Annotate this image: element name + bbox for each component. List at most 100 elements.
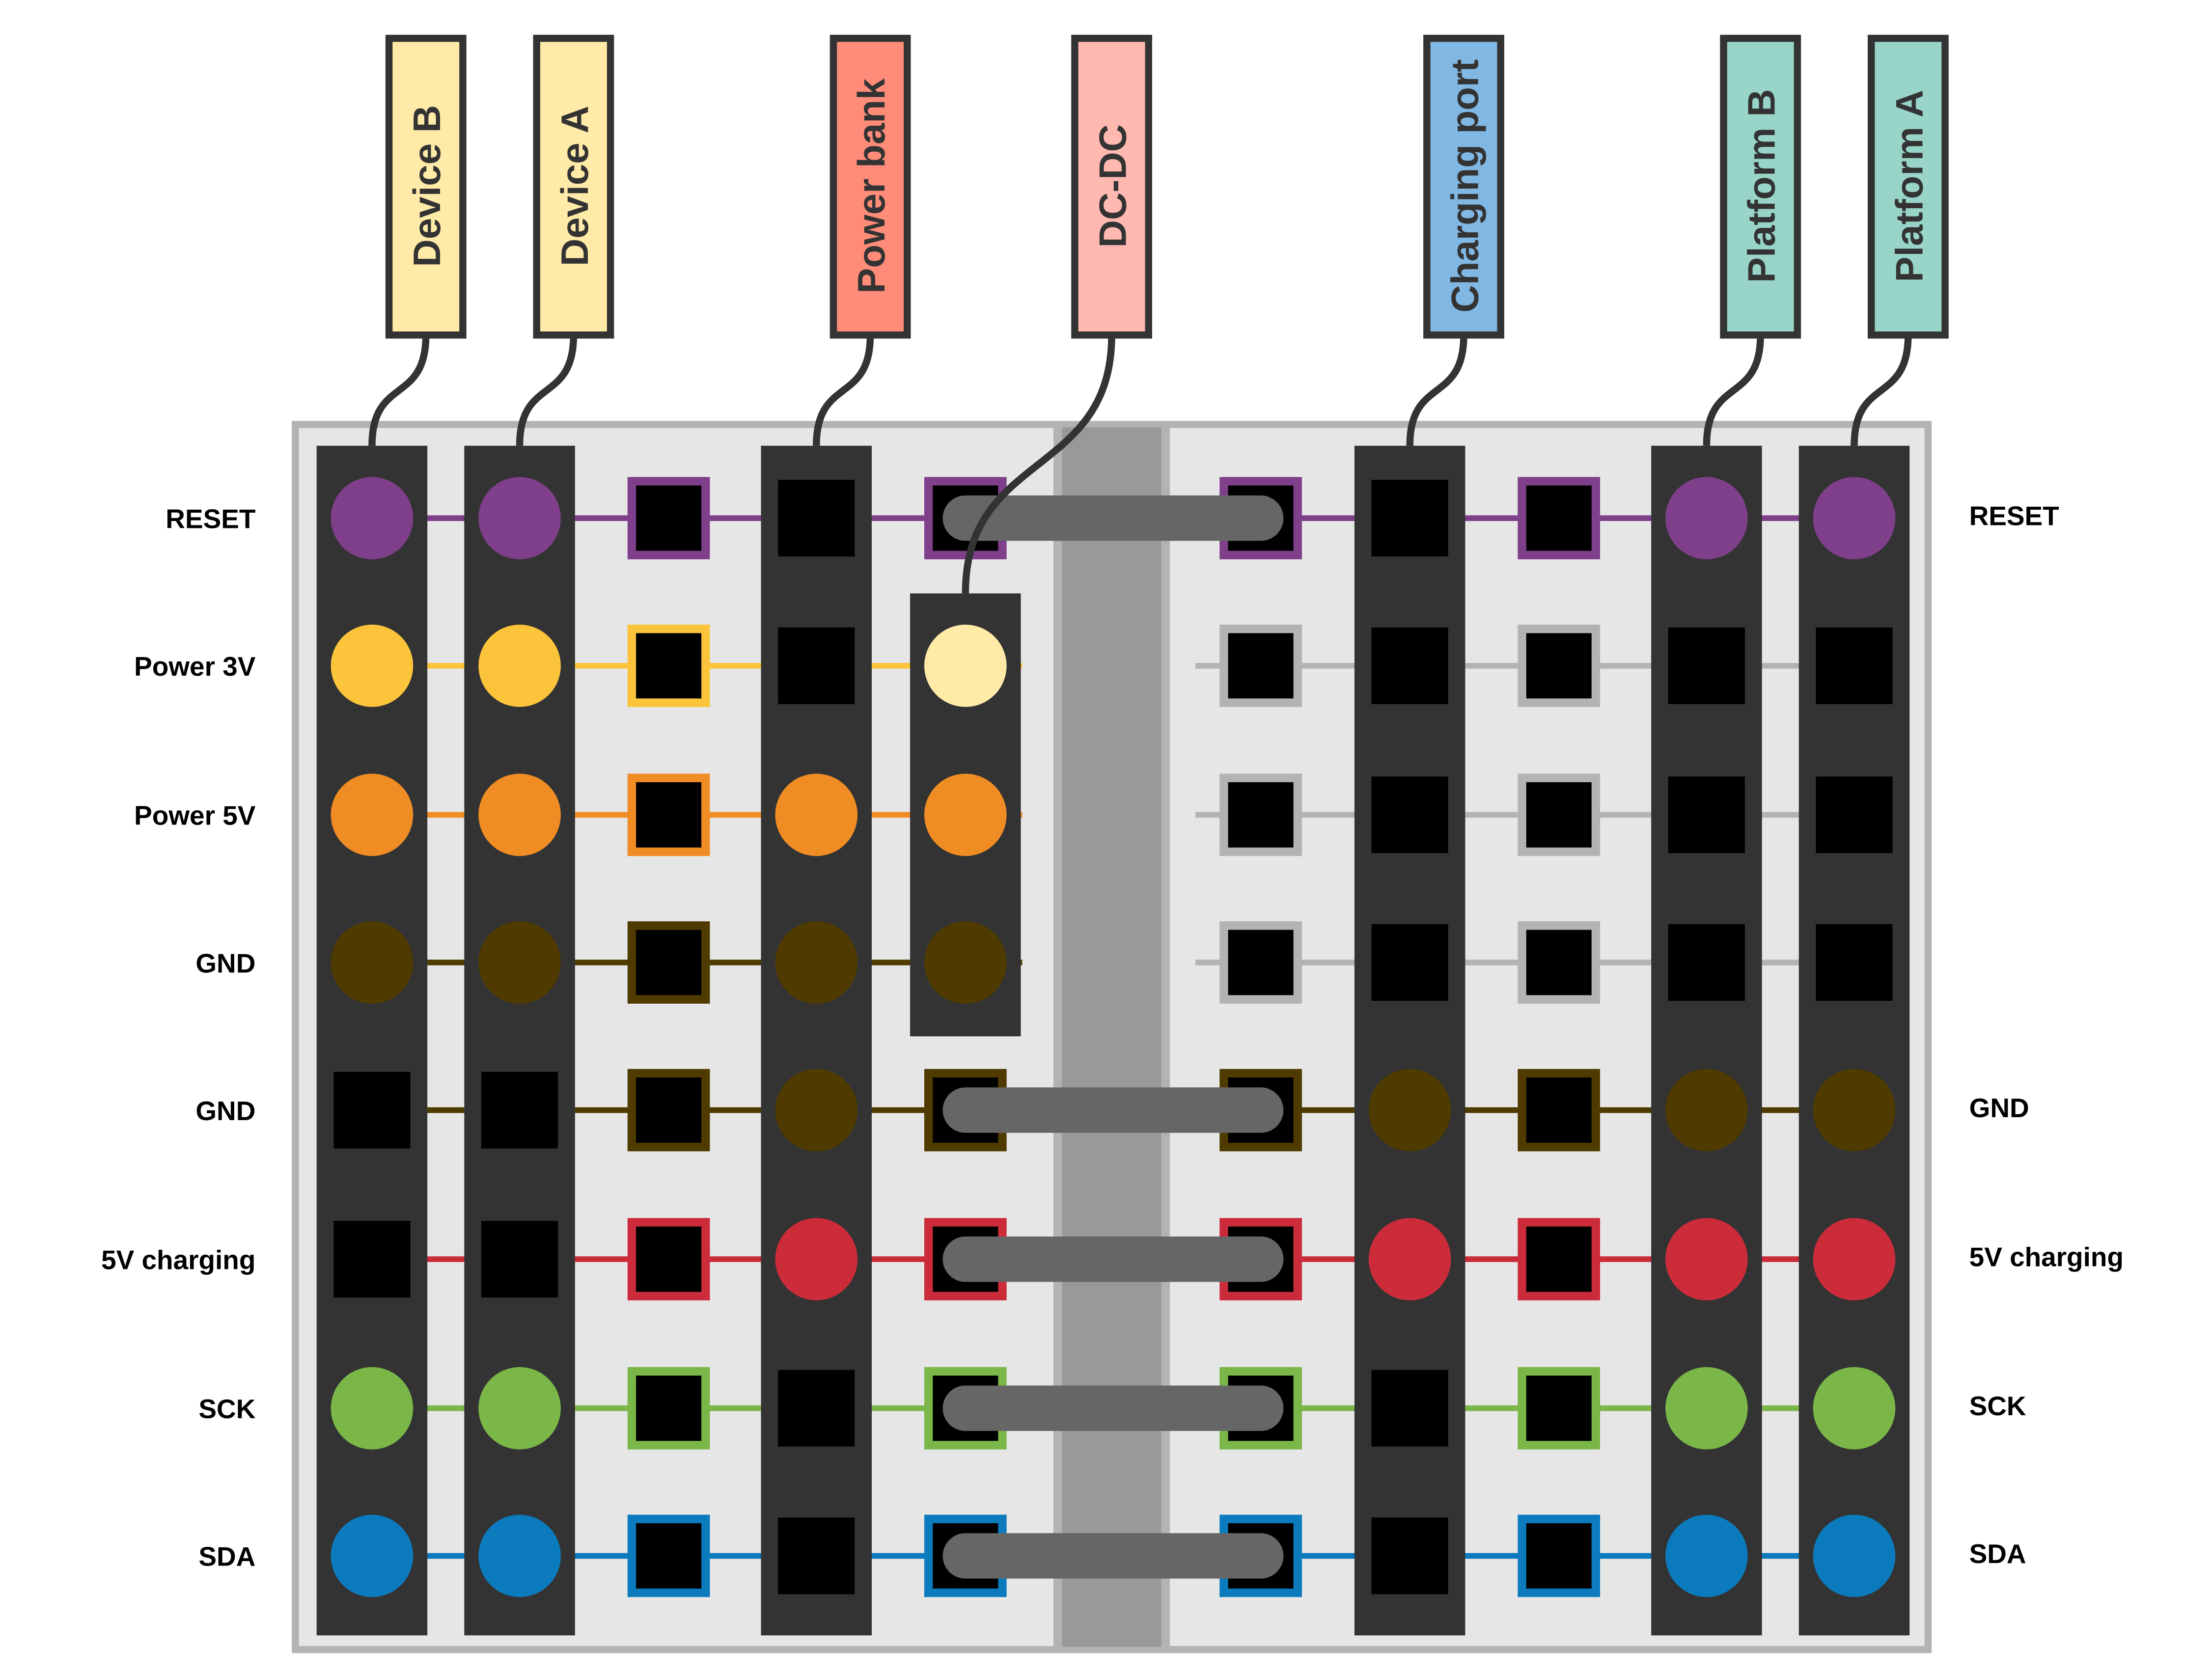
row-label-left: 5V charging [101, 1244, 255, 1275]
component-tag-power-bank [830, 34, 911, 339]
row-label-right: GND [1969, 1093, 2029, 1123]
pin-circle [478, 477, 561, 560]
socket-pin [1518, 921, 1601, 1004]
pin-square [481, 1221, 558, 1298]
pin-circle [924, 773, 1007, 856]
socket-pin [627, 921, 710, 1004]
row-label-left: GND [195, 1096, 255, 1126]
pin-circle [1813, 477, 1896, 560]
pin-square [333, 1221, 411, 1298]
connector-wire-dc-dc [962, 335, 1115, 594]
component-label-device-b: Device B [405, 105, 448, 267]
connector-wire-device-a [516, 335, 578, 446]
row-label-left: GND [195, 948, 255, 978]
center-gap [1062, 427, 1161, 1647]
header-strip-device-b [316, 445, 428, 1636]
pin-circle [1368, 1069, 1451, 1152]
socket-pin [627, 477, 710, 560]
socket-pin [627, 1367, 710, 1450]
pin-square [1371, 1370, 1448, 1447]
pin-circle [775, 921, 858, 1004]
row-label-right: 5V charging [1969, 1242, 2124, 1272]
socket-pin [1518, 1069, 1601, 1152]
component-label-charging-port: Charging port [1443, 59, 1486, 313]
row-label-left: Power 3V [134, 651, 256, 682]
row-label-right: RESET [1969, 501, 2059, 531]
pin-circle [331, 1514, 414, 1597]
component-tag-device-b [385, 34, 467, 339]
pin-circle [331, 773, 414, 856]
pin-square [778, 1370, 855, 1447]
header-strip-platform-b [1651, 445, 1762, 1636]
pin-square [1371, 924, 1448, 1001]
pin-square [778, 480, 855, 557]
socket-pin [627, 1218, 710, 1301]
socket-pin [1219, 773, 1302, 856]
component-tag-charging-port [1423, 34, 1504, 339]
socket-pin [627, 624, 710, 707]
connector-wire-layer [368, 335, 1912, 594]
pin-circle [775, 1069, 858, 1152]
socket-pin [1518, 477, 1601, 560]
socket-pin [1518, 1367, 1601, 1450]
pin-circle [1665, 1367, 1748, 1450]
pin-square [778, 1517, 855, 1594]
pin-square [1668, 627, 1745, 704]
pin-circle [1813, 1514, 1896, 1597]
pin-square [1816, 924, 1893, 1001]
pin-circle [1813, 1218, 1896, 1301]
component-tag-platform-a [1867, 34, 1949, 339]
pin-square [1668, 924, 1745, 1001]
pin-square [481, 1072, 558, 1149]
pin-circle [478, 624, 561, 707]
pin-circle [1813, 1069, 1896, 1152]
pin-layer [331, 477, 1896, 1597]
socket-pin [1518, 624, 1601, 707]
pin-circle [1368, 1218, 1451, 1301]
pin-circle [775, 1218, 858, 1301]
pin-square [1371, 1517, 1448, 1594]
pin-circle [1813, 1367, 1896, 1450]
component-label-platform-b: Platform B [1740, 89, 1783, 283]
header-strip-device-a [464, 445, 575, 1636]
component-tag-device-a [533, 34, 614, 339]
component-tag-dc-dc [1071, 34, 1152, 339]
component-tag-platform-b [1720, 34, 1801, 339]
socket-pin [627, 1069, 710, 1152]
pin-circle [331, 477, 414, 560]
pin-circle [1665, 1218, 1748, 1301]
jumper-layer [942, 495, 1284, 1579]
socket-pin [1518, 773, 1601, 856]
socket-pin [1518, 1218, 1601, 1301]
pin-square [1371, 480, 1448, 557]
pin-circle [924, 921, 1007, 1004]
header-strip-power-bank [761, 445, 872, 1636]
pin-circle [478, 1367, 561, 1450]
connector-wire-platform-b [1703, 335, 1764, 446]
row-label-right: SDA [1969, 1539, 2026, 1569]
pin-circle [775, 773, 858, 856]
pin-circle [924, 624, 1007, 707]
header-strip-charging-port [1354, 445, 1465, 1636]
pin-square [1816, 776, 1893, 853]
component-label-device-a: Device A [553, 106, 596, 266]
pin-square [1668, 776, 1745, 853]
component-label-dc-dc: DC-DC [1091, 124, 1134, 247]
pin-circle [478, 921, 561, 1004]
pin-circle [478, 773, 561, 856]
connector-wire-charging-port [1406, 335, 1467, 446]
pin-square [1371, 776, 1448, 853]
socket-pin [627, 773, 710, 856]
pin-circle [331, 921, 414, 1004]
row-label-left: Power 5V [134, 800, 256, 831]
pin-circle [1665, 1069, 1748, 1152]
pin-circle [331, 624, 414, 707]
row-label-left: RESET [166, 503, 255, 534]
socket-pin [1219, 624, 1302, 707]
socket-pin [1518, 1514, 1601, 1597]
pin-square [1371, 627, 1448, 704]
pin-circle [478, 1514, 561, 1597]
